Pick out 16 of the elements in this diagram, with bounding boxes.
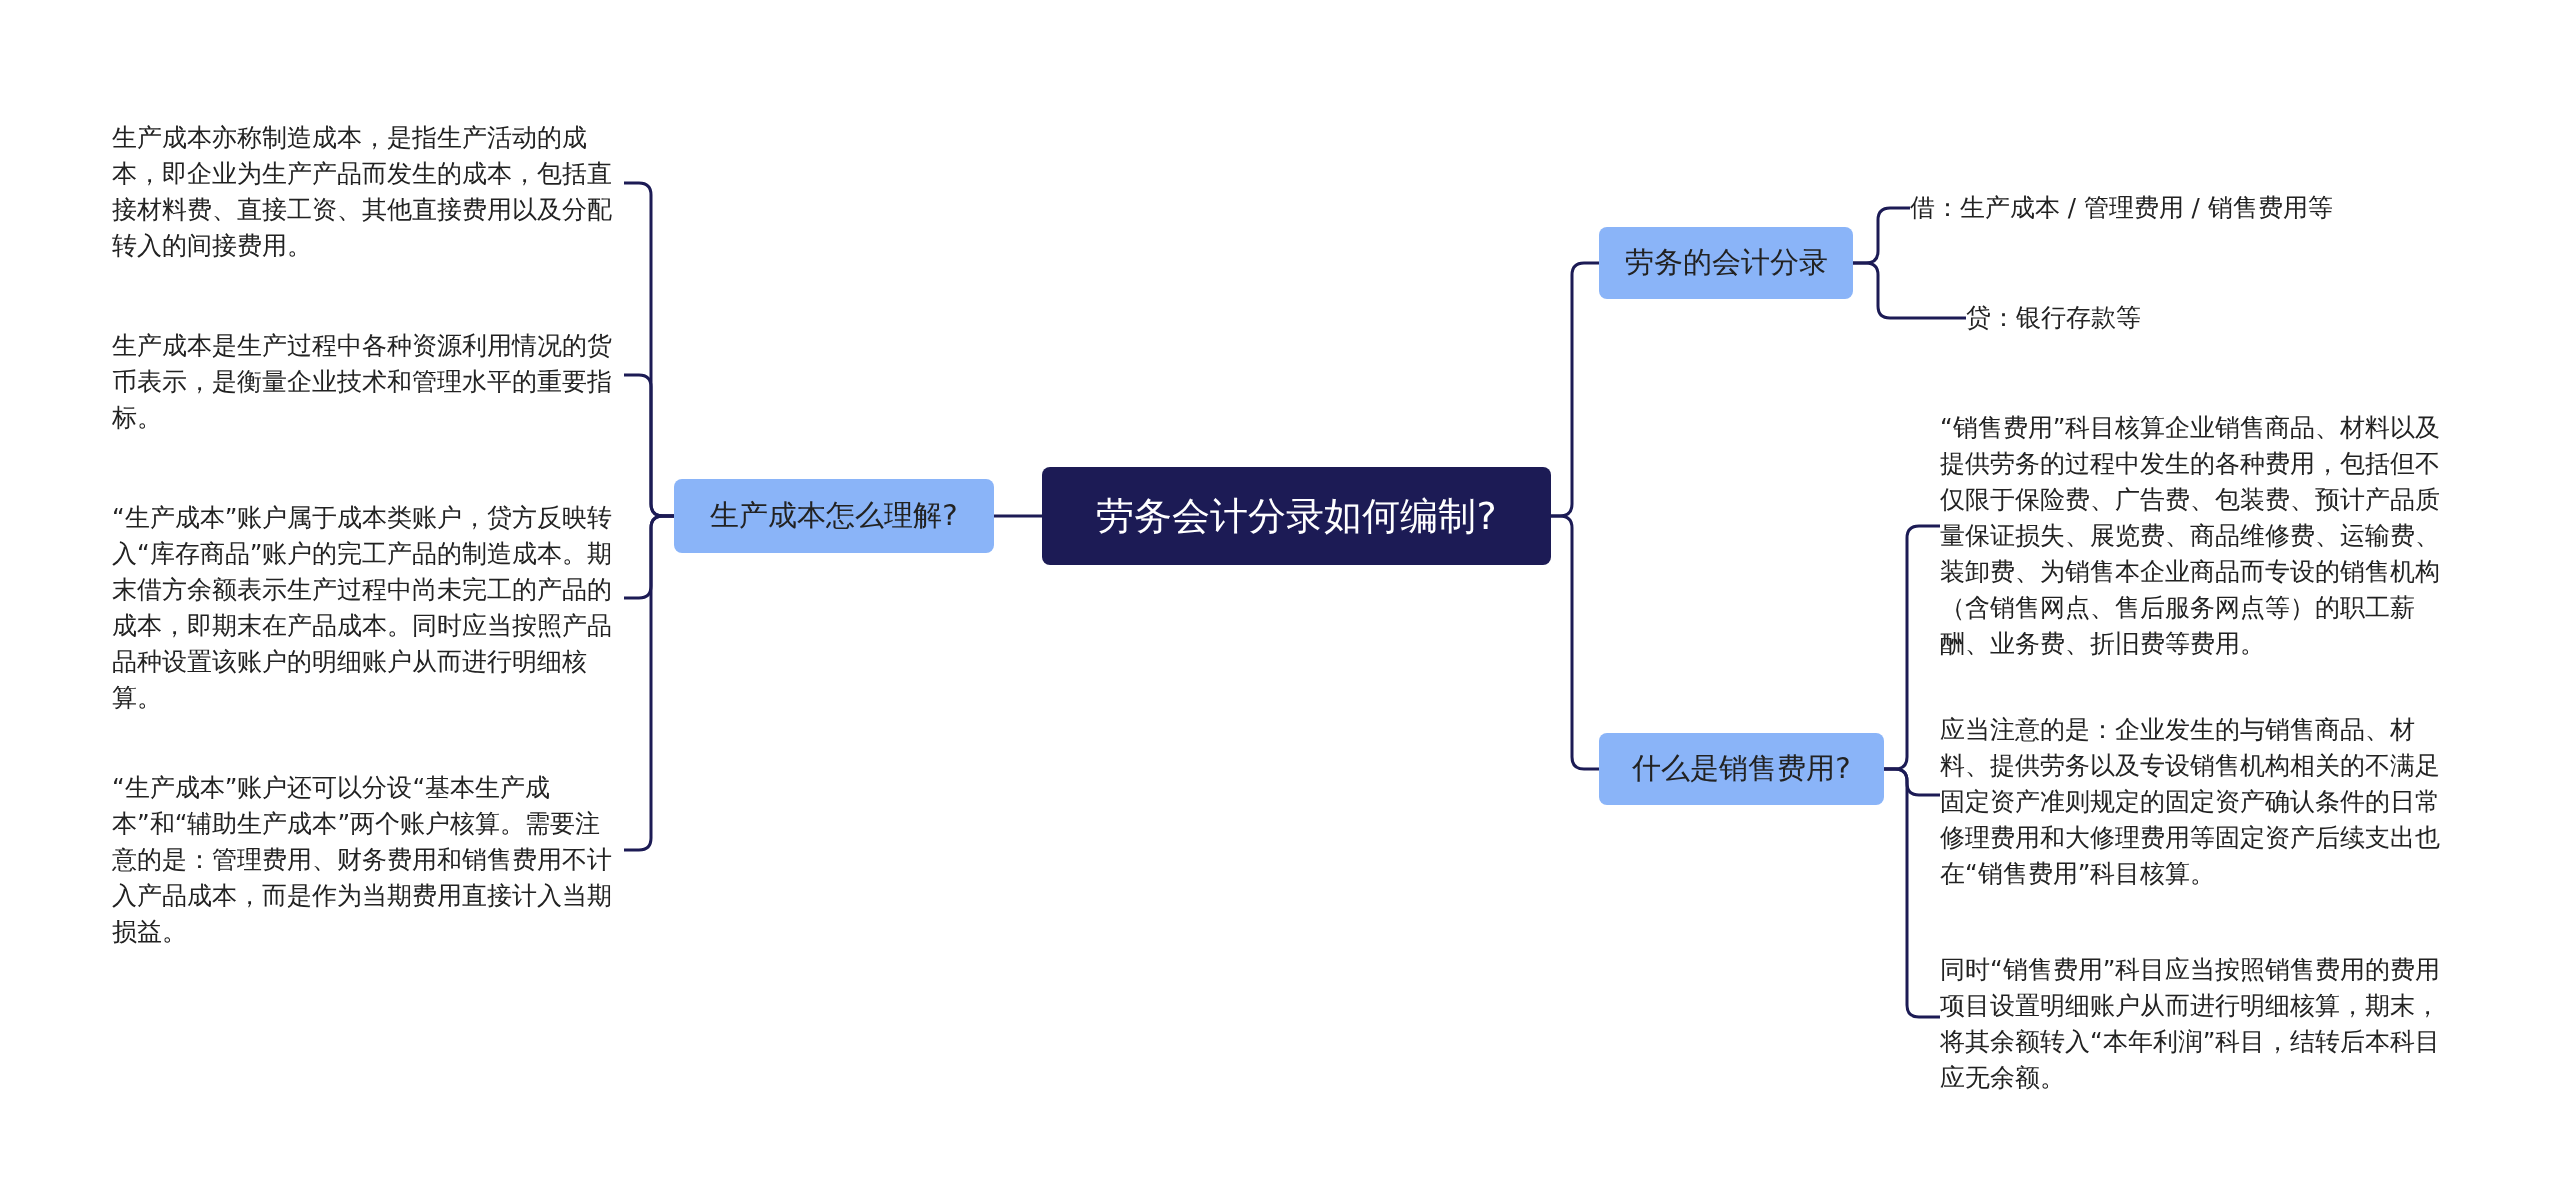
note-text: “销售费用”科目核算企业销售商品、材料以及提供劳务的过程中发生的各种费用，包括但不仅限于保险费、广告费、包装费、预计产品质量保证损失、展览费、商品维修费、运输费、装卸费、为销售本企业商品而专设的销售机构（含销售网点、售后服务网点等）的职工薪酬、业务费、折旧费等费用。 [1940,410,2452,662]
note-text: 生产成本是生产过程中各种资源利用情况的货币表示，是衡量企业技术和管理水平的重要指标。 [112,328,624,436]
note-text: 贷：银行存款等 [1966,300,2206,336]
subtopic-box: 什么是销售费用? [1599,733,1884,805]
note-text: 借：生产成本 / 管理费用 / 销售费用等 [1910,190,2390,226]
topic-box: 劳务会计分录如何编制? [1042,467,1551,565]
note-text: 同时“销售费用”科目应当按照销售费用的费用项目设置明细账户从而进行明细核算，期末，将其余额转入“本年利润”科目，结转后本科目应无余额。 [1940,952,2452,1096]
note-text: 生产成本亦称制造成本，是指生产活动的成本，即企业为生产产品而发生的成本，包括直接材料费、直接工资、其他直接费用以及分配转入的间接费用。 [112,120,624,264]
subtopic-box: 生产成本怎么理解? [674,479,994,553]
connector-line [1551,514,1599,771]
connector-line [994,514,1042,518]
note-text: 应当注意的是：企业发生的与销售商品、材料、提供劳务以及专设销售机构相关的不满足固定资产准则规定的固定资产确认条件的日常修理费用和大修理费用等固定资产后续支出也在“销售费用”科目核算。 [1940,712,2452,892]
note-text: “生产成本”账户属于成本类账户，贷方反映转入“库存商品”账户的完工产品的制造成本。期末借方余额表示生产过程中尚未完工的产品的成本，即期末在产品成本。同时应当按照产品品种设置该账户的明细账户从而进行明细核算。 [112,500,624,716]
connector-line [1853,261,1966,320]
subtopic-box: 劳务的会计分录 [1599,227,1853,299]
note-text: “生产成本”账户还可以分设“基本生产成本”和“辅助生产成本”两个账户核算。需要注意的是：管理费用、财务费用和销售费用不计入产品成本，而是作为当期费用直接计入当期损益。 [112,770,624,950]
